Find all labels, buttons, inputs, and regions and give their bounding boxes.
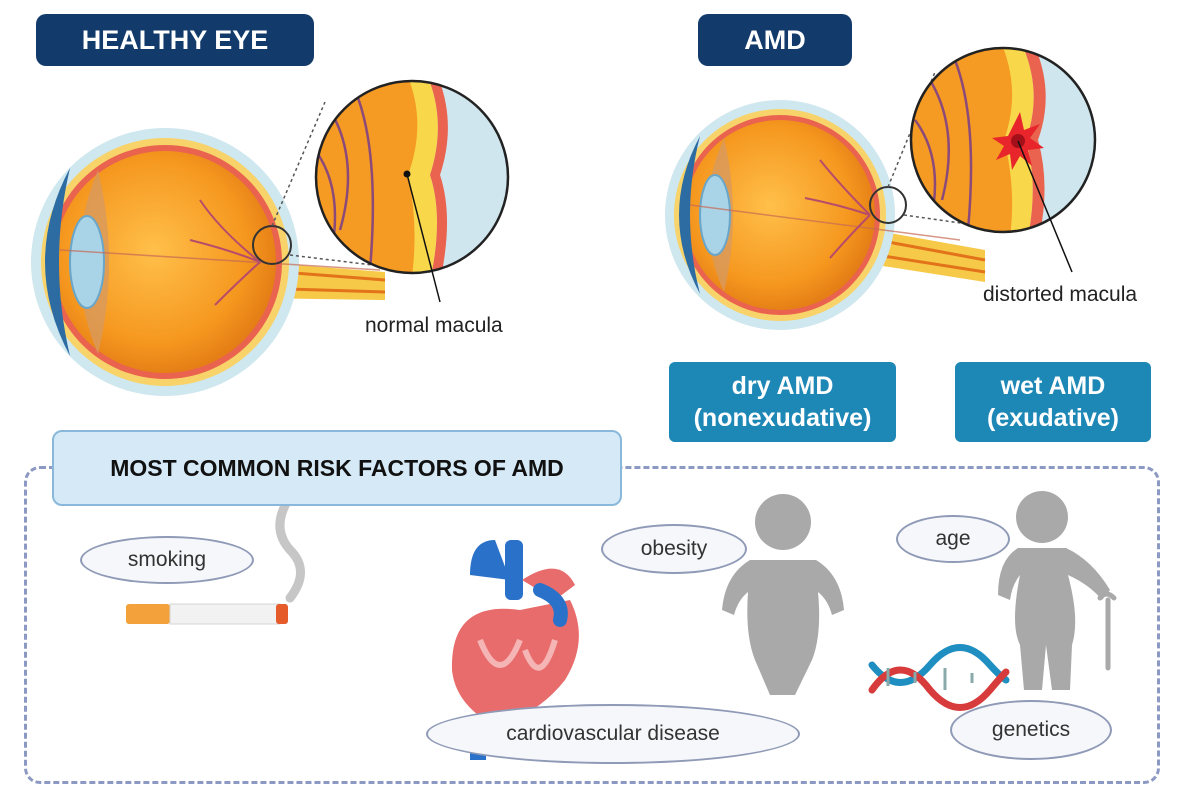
cigarette-icon (126, 495, 305, 625)
wet-amd-tag: wet AMD (exudative) (955, 362, 1151, 442)
amd-title: AMD (698, 14, 852, 66)
wet-amd-line2: (exudative) (987, 404, 1119, 432)
amd-eyeball (665, 71, 1011, 330)
risk-factors-header: MOST COMMON RISK FACTORS OF AMD (52, 430, 622, 506)
normal-macula-label: normal macula (365, 314, 503, 337)
elderly-person-icon (998, 491, 1117, 690)
healthy-macula-zoom (314, 79, 510, 303)
obese-person-icon (722, 494, 844, 695)
distorted-macula-label: distorted macula (983, 283, 1138, 306)
heart-icon (451, 540, 579, 760)
healthy-eye-title-text: HEALTHY EYE (81, 24, 269, 55)
dry-amd-line1: dry AMD (731, 372, 834, 400)
amd-title-text: AMD (744, 24, 806, 55)
risk-smoking: smoking (80, 536, 254, 584)
dna-icon (868, 644, 1010, 711)
risk-factors-header-text: MOST COMMON RISK FACTORS OF AMD (110, 454, 564, 481)
amd-macula-zoom (909, 46, 1097, 273)
wet-amd-line1: wet AMD (1000, 372, 1106, 400)
risk-age: age (896, 515, 1010, 563)
risk-cardiovascular: cardiovascular disease (426, 704, 800, 764)
healthy-eyeball (31, 101, 431, 396)
risk-genetics: genetics (950, 700, 1112, 760)
dry-amd-tag: dry AMD (nonexudative) (669, 362, 896, 442)
healthy-eye-title: HEALTHY EYE (36, 14, 314, 66)
dry-amd-line2: (nonexudative) (693, 404, 872, 432)
risk-obesity: obesity (601, 524, 747, 574)
